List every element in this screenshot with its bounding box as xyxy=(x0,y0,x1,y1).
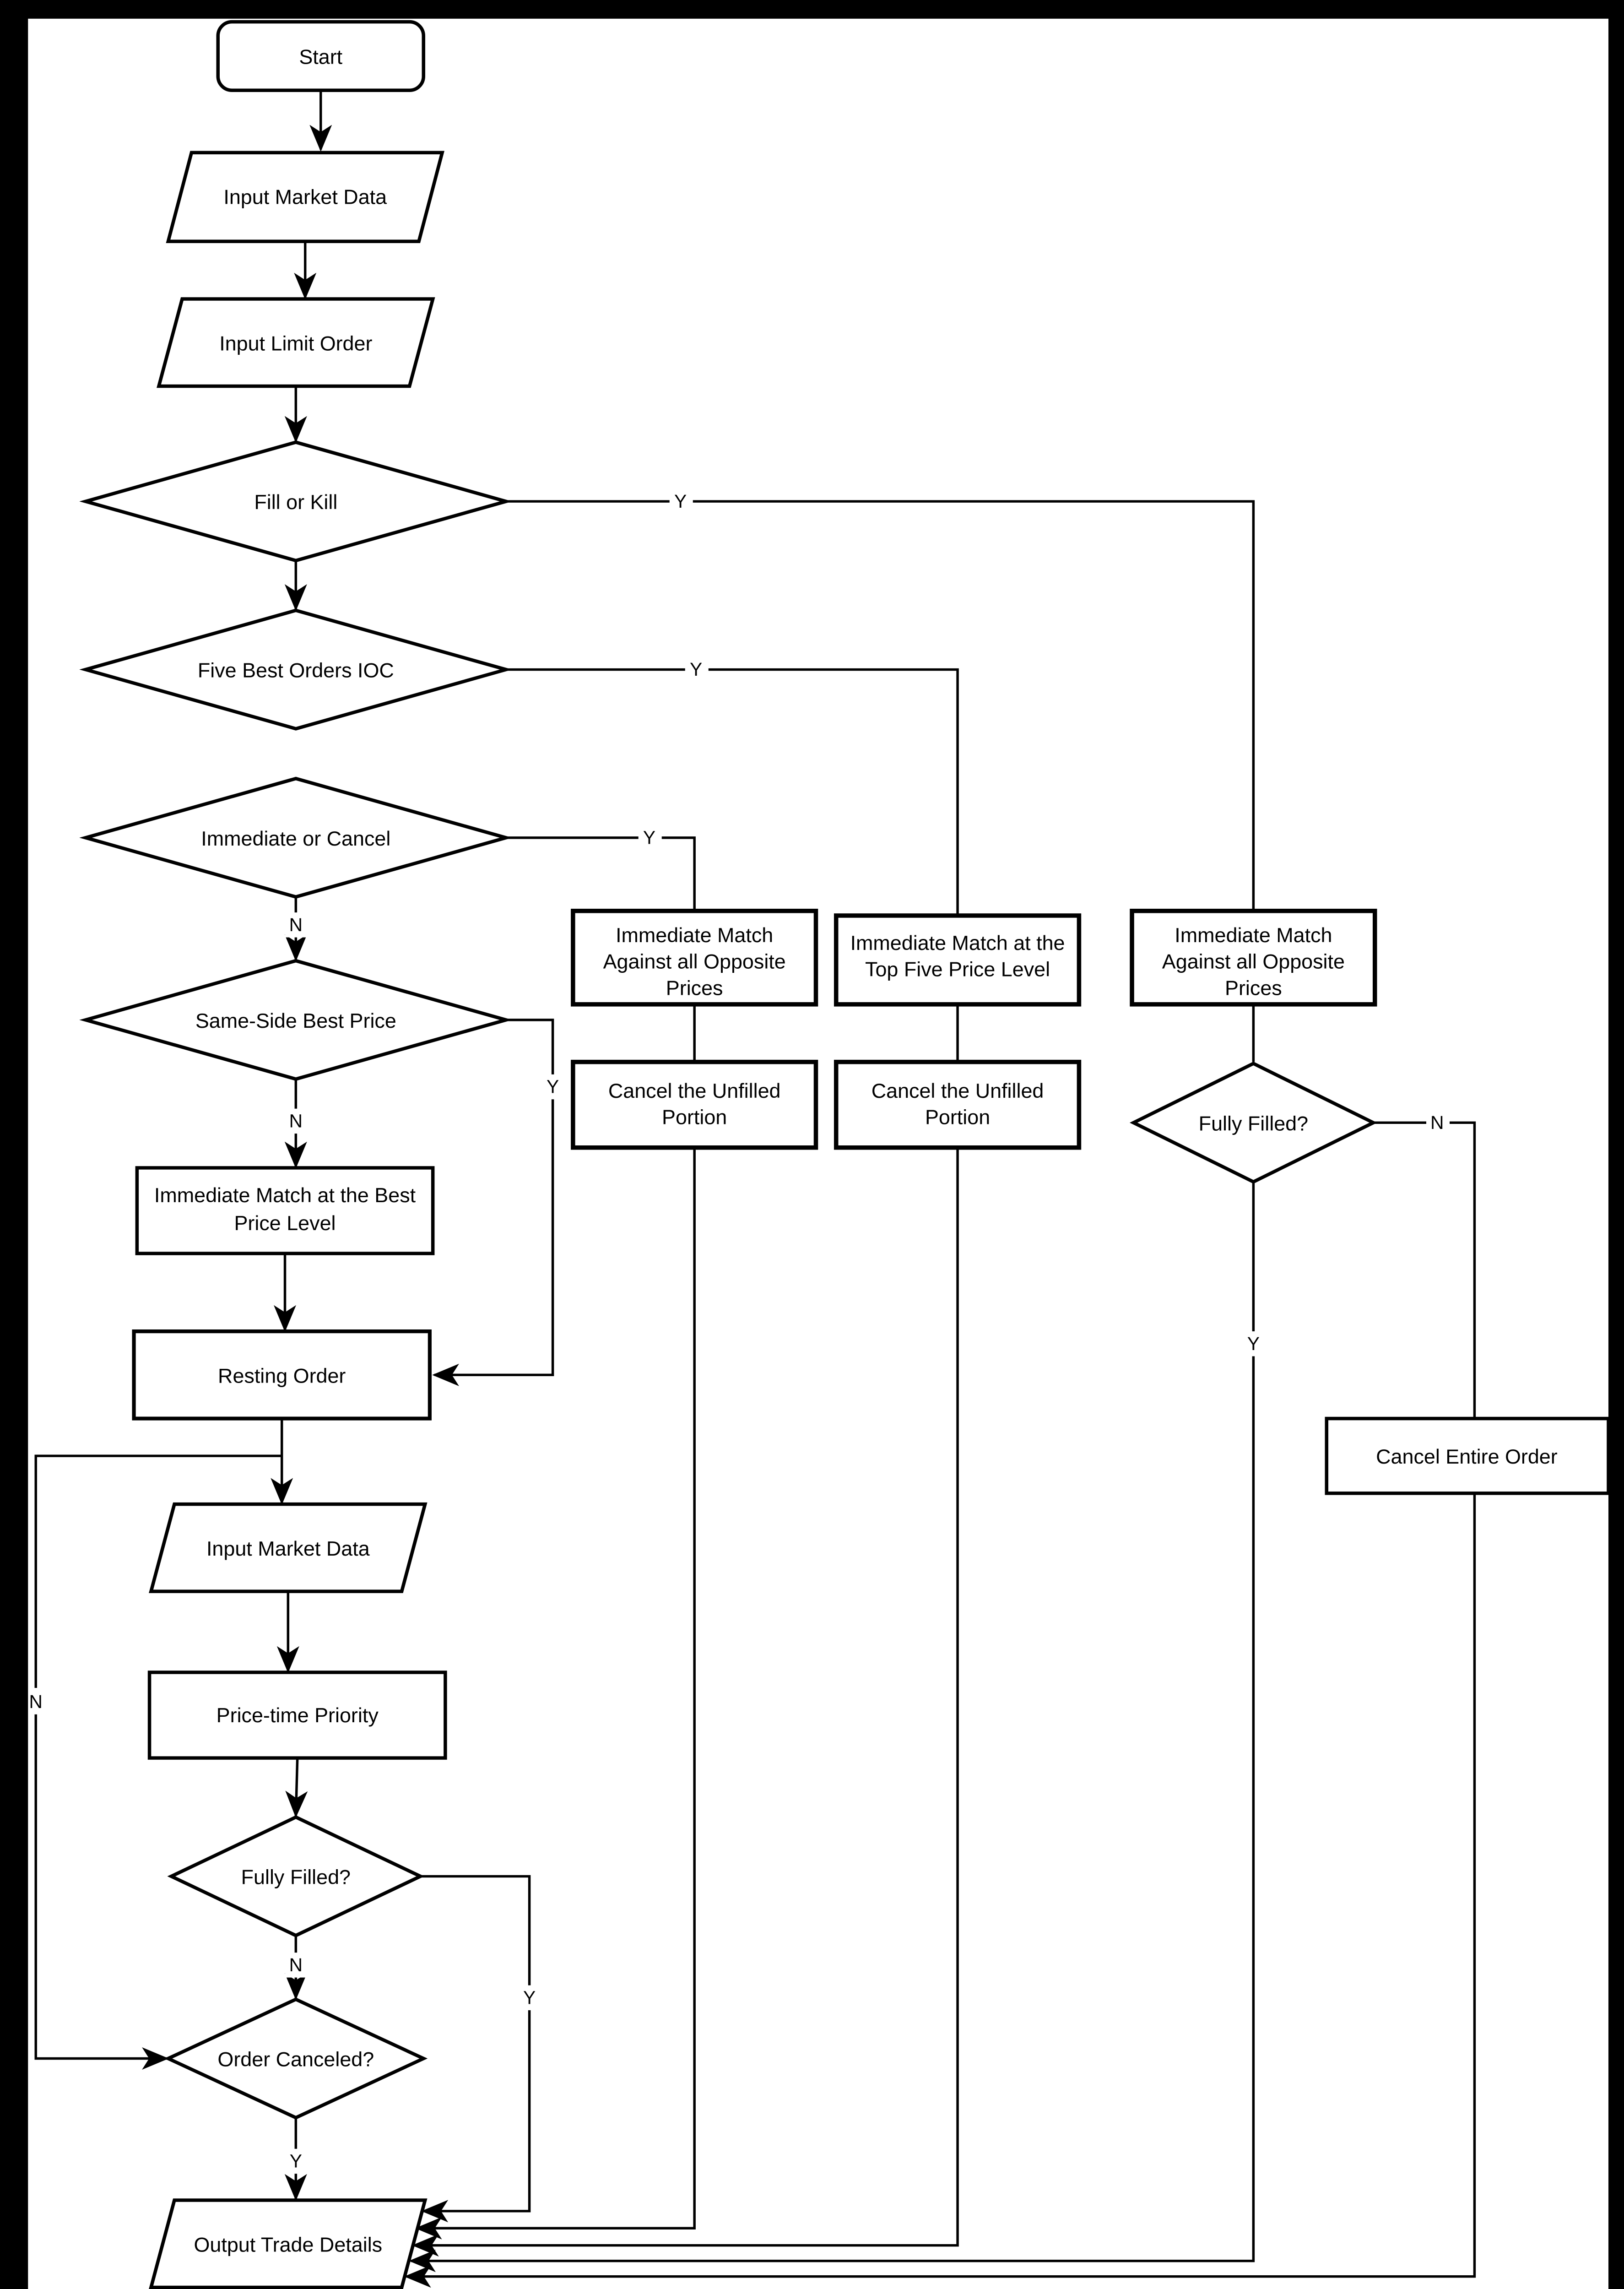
node-same-side-best-price: Same-Side Best Price xyxy=(79,959,513,1081)
node-cancel-unfilled-five-best: Cancel the Unfilled Portion xyxy=(834,1059,1082,1150)
edge-cancel-entire-to-output xyxy=(404,1493,1476,2288)
edge-loop-left-to-order-canceled xyxy=(34,1454,282,2070)
node-cancel-unfilled-ioc: Cancel the Unfilled Portion xyxy=(571,1059,818,1150)
edge-ff-fok-yes-to-output xyxy=(409,1182,1255,2273)
node-input-market-data-2: Input Market Data xyxy=(149,1502,428,1593)
frame-right xyxy=(1608,0,1624,2289)
edge-ssbp-yes-to-resting xyxy=(432,1019,554,1386)
edge-cancel-unfilled1-to-output xyxy=(415,1147,696,2240)
node-fill-or-kill: Fill or Kill xyxy=(79,440,513,563)
node-im-all-opposite-fok-line2: Against all Opposite xyxy=(1162,950,1345,973)
node-cancel-unfilled-ioc-line2: Portion xyxy=(662,1106,727,1129)
node-input-limit-order: Input Limit Order xyxy=(157,297,435,388)
node-output-trade-details: Output Trade Details xyxy=(149,2198,428,2289)
node-immediate-match-best-price-line1: Immediate Match at the Best xyxy=(154,1183,416,1207)
edge-label-ssbp-no: N xyxy=(289,1111,303,1132)
node-start: Start xyxy=(216,20,426,92)
edge-label-ff-fok-no: N xyxy=(1430,1112,1444,1133)
node-input-market-data-1: Input Market Data xyxy=(166,151,444,243)
node-price-time-priority-label: Price-time Priority xyxy=(217,1703,379,1727)
node-cancel-unfilled-five-best-line1: Cancel the Unfilled xyxy=(872,1079,1044,1102)
node-immediate-or-cancel: Immediate or Cancel xyxy=(79,776,513,899)
edge-label-ic-yes: Y xyxy=(643,827,655,848)
edge-ff-fok-no-to-cancel-entire xyxy=(1373,1121,1476,1417)
label-bg xyxy=(638,825,662,851)
label-bg xyxy=(285,1108,309,1134)
edge-fok-yes xyxy=(506,500,1255,911)
edge-priority-to-fully-filled xyxy=(285,1757,308,1818)
label-bg xyxy=(285,1953,309,1978)
frame-left xyxy=(0,0,28,2289)
edge-ic-yes xyxy=(506,836,696,910)
node-im-all-opposite-ioc-line3: Prices xyxy=(666,976,723,999)
node-five-best-orders-ioc: Five Best Orders IOC xyxy=(79,608,513,731)
label-bg xyxy=(669,489,693,514)
label-bg xyxy=(685,657,709,682)
edge-fully-filled-yes-to-output xyxy=(420,1875,531,2223)
edge-label-ioc5-yes: Y xyxy=(690,659,702,680)
node-im-all-opposite-ioc-line2: Against all Opposite xyxy=(603,950,786,973)
node-input-market-data-2-label: Input Market Data xyxy=(206,1537,370,1560)
node-cancel-entire-order-label: Cancel Entire Order xyxy=(1376,1445,1558,1468)
nodes: Start Input Market Data Input Limit Orde… xyxy=(79,20,1610,2289)
node-fully-filled-fok-label: Fully Filled? xyxy=(1199,1112,1308,1135)
node-im-top-five-line1: Immediate Match at the xyxy=(850,931,1065,955)
edge-label-oc-yes: Y xyxy=(290,2151,302,2172)
edge-label-ssbp-yes: Y xyxy=(547,1076,559,1097)
frame-top xyxy=(0,0,1624,19)
label-bg xyxy=(1426,1110,1450,1135)
node-order-canceled-label: Order Canceled? xyxy=(217,2048,374,2071)
node-cancel-entire-order: Cancel Entire Order xyxy=(1325,1416,1610,1495)
node-fully-filled-main: Fully Filled? xyxy=(167,1815,425,1937)
node-resting-order-label: Resting Order xyxy=(218,1364,346,1387)
node-immediate-or-cancel-label: Immediate or Cancel xyxy=(201,827,390,850)
node-five-best-orders-ioc-label: Five Best Orders IOC xyxy=(198,659,394,682)
node-immediate-match-all-opposite-ioc: Immediate Match Against all Opposite Pri… xyxy=(571,908,818,1007)
edge-label-ic-no: N xyxy=(289,914,303,935)
node-immediate-match-best-price-line2: Price Level xyxy=(234,1211,336,1235)
edge-label-ff-main-no: N xyxy=(289,1954,303,1975)
label-bg xyxy=(285,2148,309,2174)
node-input-market-data-1-label: Input Market Data xyxy=(223,185,387,209)
node-fully-filled-fok: Fully Filled? xyxy=(1130,1061,1377,1184)
node-im-top-five-line2: Top Five Price Level xyxy=(865,958,1050,981)
edge-label-ff-fok-yes: Y xyxy=(1247,1333,1260,1354)
node-output-trade-details-label: Output Trade Details xyxy=(194,2233,383,2256)
label-bg xyxy=(541,1074,565,1100)
edge-cancel-unfilled2-to-output xyxy=(411,1147,959,2257)
node-fully-filled-main-label: Fully Filled? xyxy=(241,1866,351,1889)
node-fill-or-kill-label: Fill or Kill xyxy=(254,490,337,514)
node-immediate-match-all-opposite-fok: Immediate Match Against all Opposite Pri… xyxy=(1130,908,1377,1007)
node-im-all-opposite-fok-line1: Immediate Match xyxy=(1175,923,1332,947)
label-bg xyxy=(285,912,309,938)
node-cancel-unfilled-five-best-line2: Portion xyxy=(925,1106,990,1129)
node-order-canceled: Order Canceled? xyxy=(164,1997,428,2120)
edge-label-fok-yes: Y xyxy=(674,491,687,512)
node-same-side-best-price-label: Same-Side Best Price xyxy=(195,1009,396,1032)
edge-label-ff-main-yes: Y xyxy=(523,1987,536,2008)
edge-ioc5-yes xyxy=(506,668,959,914)
node-immediate-match-top-five: Immediate Match at the Top Five Price Le… xyxy=(834,913,1082,1007)
label-bg xyxy=(1242,1331,1266,1356)
edge-label-loop-no: N xyxy=(29,1691,43,1712)
node-input-limit-order-label: Input Limit Order xyxy=(219,331,372,355)
label-bg xyxy=(518,1985,542,2011)
node-start-label: Start xyxy=(299,45,342,68)
node-cancel-unfilled-ioc-line1: Cancel the Unfilled xyxy=(608,1079,781,1102)
node-immediate-match-best-price: Immediate Match at the Best Price Level xyxy=(135,1166,435,1255)
node-price-time-priority: Price-time Priority xyxy=(147,1671,447,1760)
node-im-all-opposite-fok-line3: Prices xyxy=(1225,976,1282,999)
node-im-all-opposite-ioc-line1: Immediate Match xyxy=(616,923,773,947)
node-resting-order: Resting Order xyxy=(132,1329,432,1421)
